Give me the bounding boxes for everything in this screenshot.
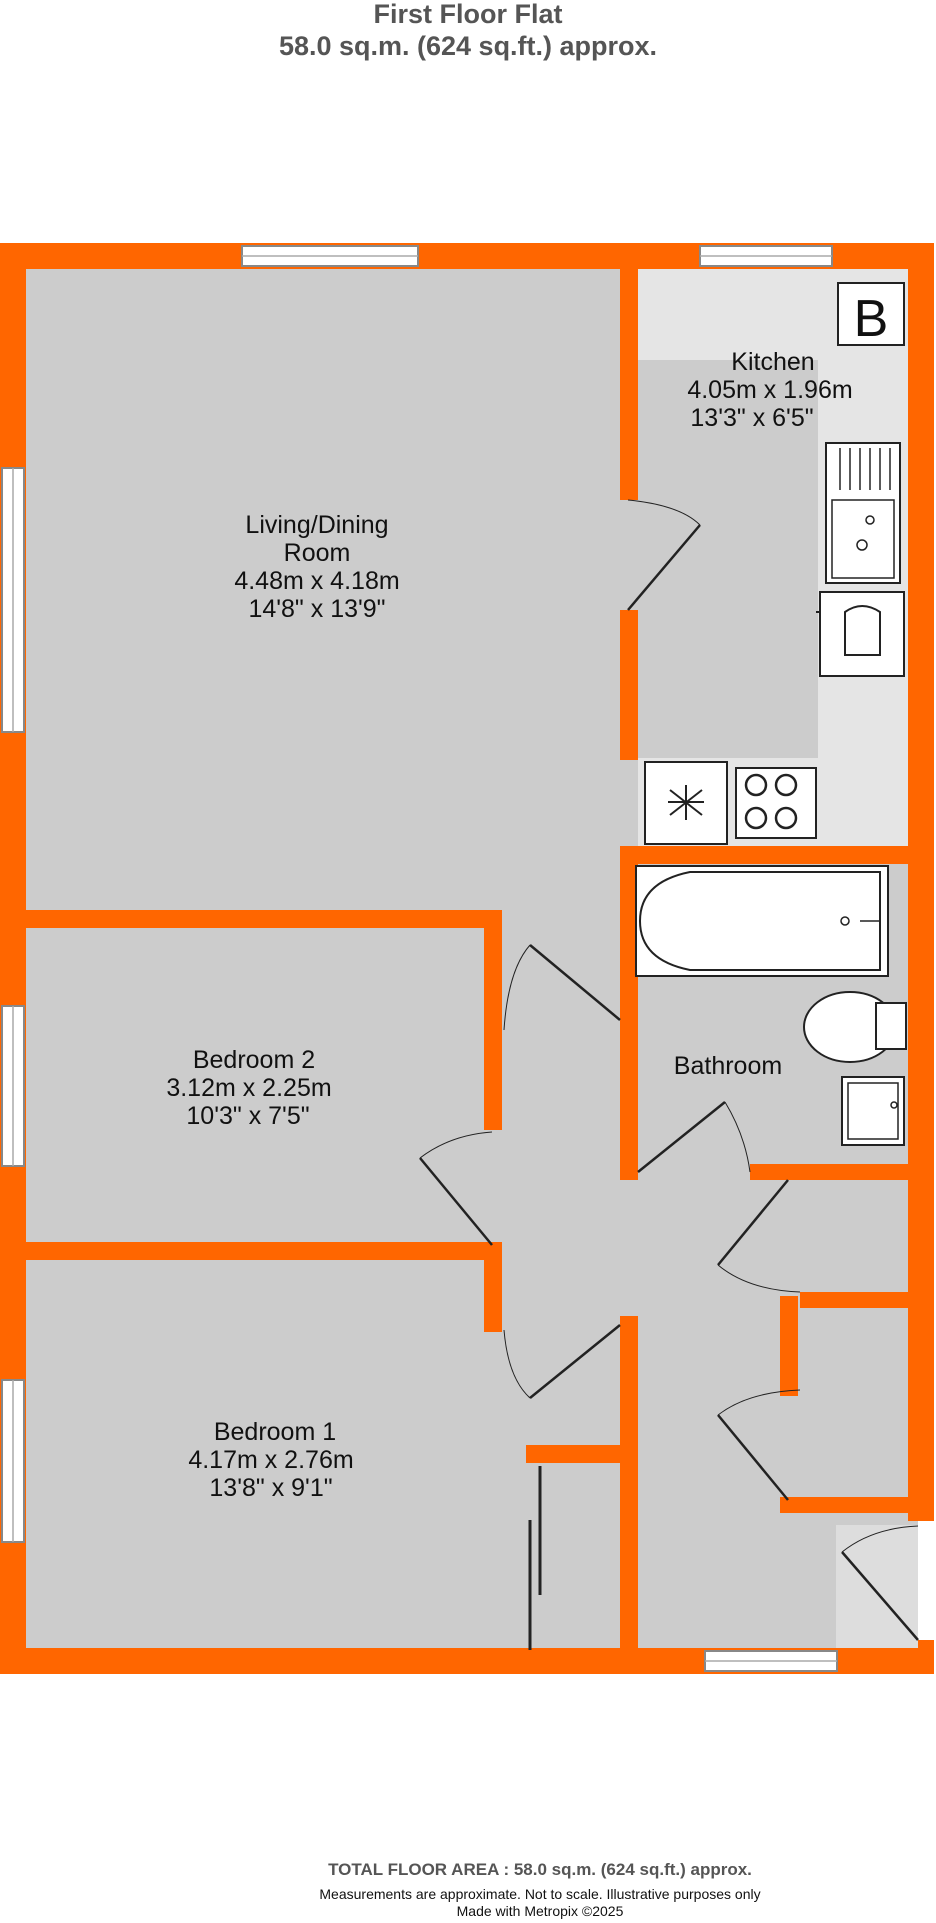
living-name-1: Living/Dining: [245, 511, 388, 539]
wall-bed2-right-upper: [484, 910, 502, 1030]
living-name-2: Room: [284, 539, 351, 567]
wall-bed2-bed1: [26, 1242, 502, 1260]
bedroom2-imperial: 10'3" x 7'5": [186, 1102, 309, 1130]
boiler-label: B: [854, 290, 889, 348]
hall-light-strip: [836, 1525, 918, 1650]
wall-cupboard1-bottom: [800, 1292, 918, 1308]
bath-details: [840, 916, 898, 1109]
wall-bed1-right-upper: [484, 1242, 502, 1332]
hob-rings: [744, 773, 798, 830]
credit: Made with Metropix ©2025: [456, 1903, 624, 1919]
toilet-cistern: [875, 1002, 907, 1050]
wall-kitchen-bath: [620, 846, 918, 864]
door-entrance: [841, 1551, 919, 1641]
door-cupboard2: [717, 1414, 789, 1501]
sink-details: [831, 448, 895, 579]
wall-bath-left: [620, 860, 638, 1180]
door-kitchen: [627, 524, 701, 611]
door-cupboard1: [717, 1179, 789, 1266]
wall-living-bed2: [26, 910, 502, 928]
door-bed2: [419, 1157, 493, 1246]
bedroom1-imperial: 13'8" x 9'1": [209, 1474, 332, 1502]
bedroom2-metric: 3.12m x 2.25m: [166, 1074, 331, 1102]
bedroom2-name: Bedroom 2: [193, 1046, 315, 1074]
wall-bath-bottom: [750, 1164, 918, 1180]
doors: [419, 499, 919, 1641]
door-living: [529, 944, 621, 1021]
washing-machine: [819, 591, 905, 677]
kitchen-imperial: 13'3" x 6'5": [690, 404, 813, 432]
plan-area: 58.0 sq.m. (624 sq.ft.) approx.: [278, 31, 658, 61]
wall-living-kitchen-lower: [620, 610, 638, 760]
bath-fixtures: [635, 865, 907, 1146]
door-bathroom: [637, 1101, 726, 1173]
plan-title: First Floor Flat: [373, 0, 563, 29]
kitchen-metric: 4.05m x 1.96m: [687, 376, 852, 404]
basin: [841, 1076, 905, 1146]
snowflake-icon: [668, 785, 704, 820]
wall-living-kitchen-upper: [620, 268, 638, 500]
boiler-box: [837, 282, 905, 346]
bathroom-name: Bathroom: [674, 1052, 782, 1080]
wall-cupboard-right: [908, 1160, 934, 1520]
wall-bath-right: [908, 860, 934, 1180]
wall-cupboard2-bottom: [780, 1497, 918, 1513]
wall-hall-right: [620, 1316, 638, 1650]
wall-cupboard2-left: [780, 1296, 798, 1396]
wall-right-stub: [918, 1640, 934, 1674]
wardrobe: [528, 1466, 542, 1650]
living-imperial: 14'8" x 13'9": [248, 595, 385, 623]
living-metric: 4.48m x 4.18m: [234, 567, 399, 595]
total-floor-area: TOTAL FLOOR AREA : 58.0 sq.m. (624 sq.ft…: [328, 1860, 752, 1879]
door-bed1: [529, 1324, 621, 1399]
window-lines: [12, 255, 837, 1662]
wall-bed2-right-lower: [484, 1030, 502, 1130]
bedroom1-name: Bedroom 1: [214, 1418, 336, 1446]
bedroom1-metric: 4.17m x 2.76m: [188, 1446, 353, 1474]
kitchen-name: Kitchen: [731, 348, 814, 376]
washer-details: [816, 605, 881, 656]
sink-unit: [825, 442, 901, 584]
bath-tub-inner: [638, 871, 881, 971]
wall-wardrobe-top: [526, 1445, 622, 1463]
disclaimer: Measurements are approximate. Not to sca…: [319, 1886, 761, 1902]
